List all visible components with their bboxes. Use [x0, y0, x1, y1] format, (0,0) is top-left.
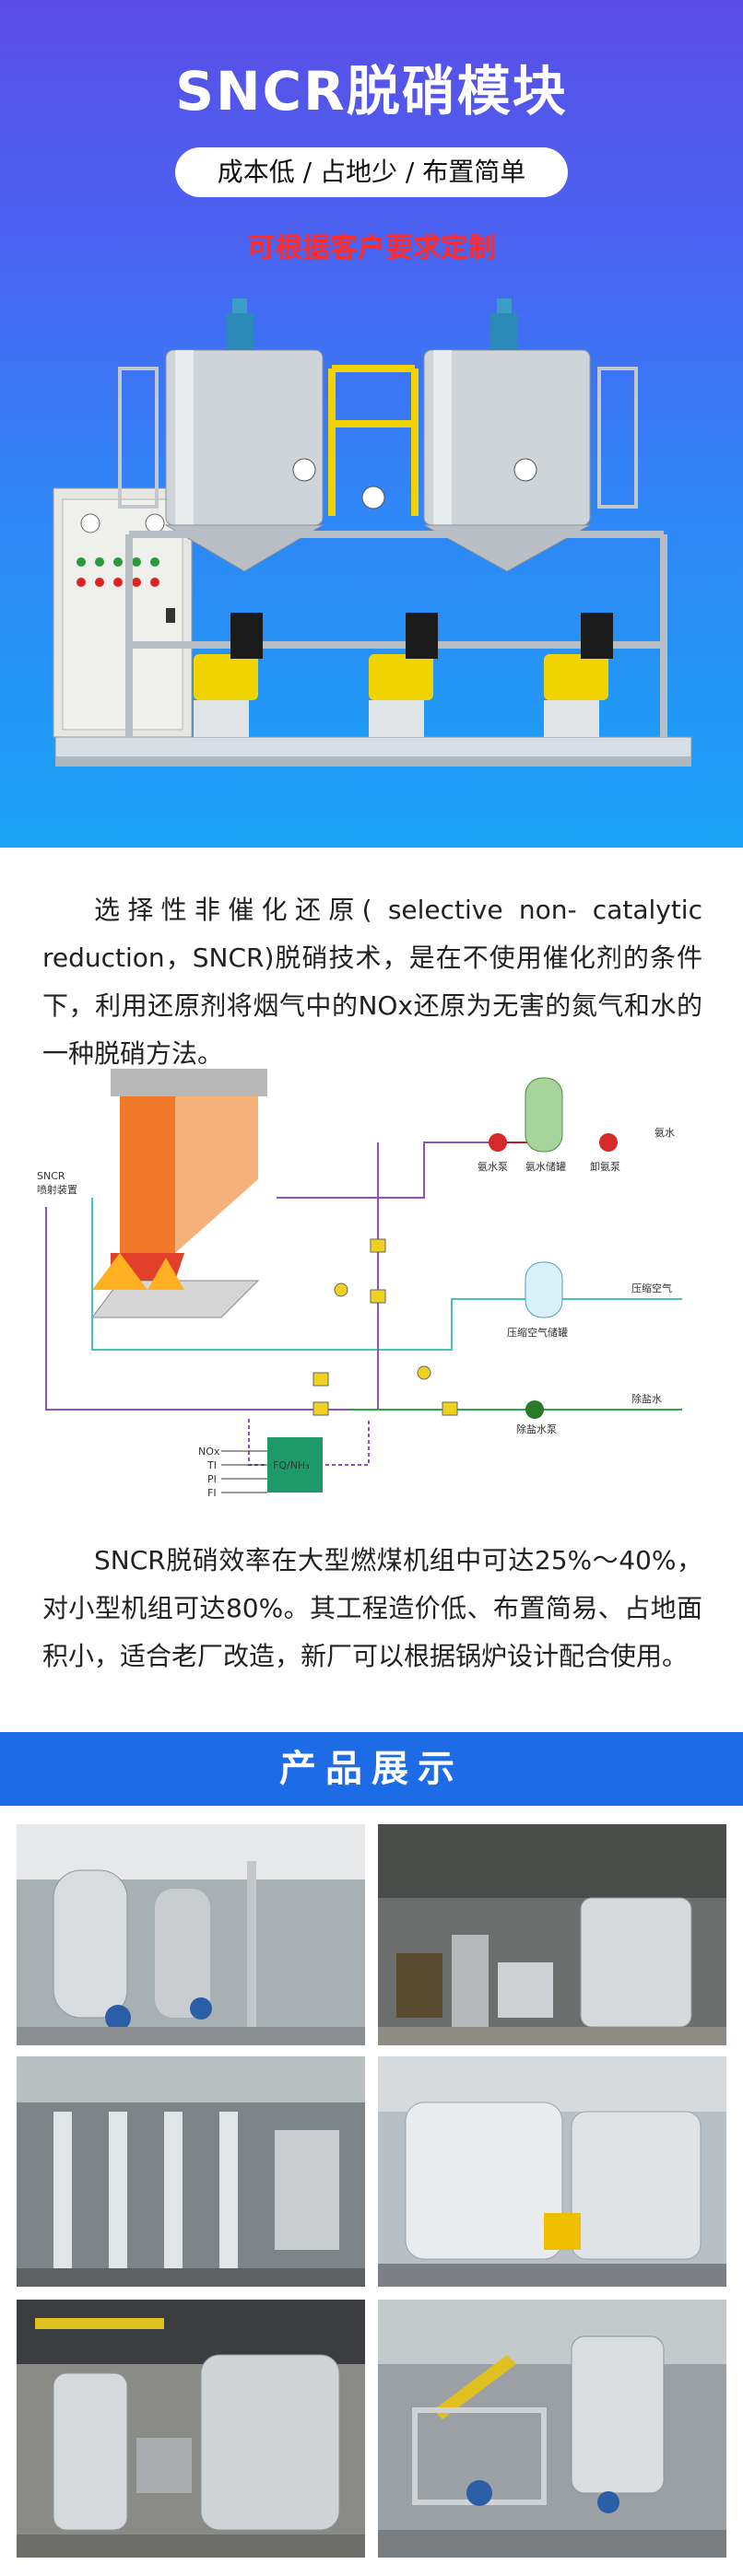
intro-paragraph: 选择性非催化还原( selective non- catalytic reduc… [42, 895, 702, 1069]
nox-label: NOx [198, 1446, 220, 1458]
ammonia-tank-label: 氨水储罐 [525, 1160, 566, 1173]
hero-title: SNCR脱硝模块 [175, 60, 568, 123]
air-tank-label: 压缩空气储罐 [507, 1326, 568, 1339]
unload-pump-label: 卸氨泵 [590, 1160, 620, 1173]
flow-box-label: FQ/NH₃ [273, 1459, 310, 1471]
gallery-photo [378, 1824, 726, 2045]
ammonia-water-label: 氨水 [655, 1127, 675, 1139]
gallery-photo [378, 2056, 726, 2287]
gallery-photo [17, 2056, 365, 2287]
hero-banner: SNCR脱硝模块 成本低 / 占地少 / 布置简单 可根据客户要求定制 [0, 0, 743, 848]
gallery-photo [17, 1824, 365, 2045]
sncr-module-illustration [53, 299, 692, 767]
process-flow-diagram: SNCR 喷射装置 FQ/NH₃ NOx TI [37, 1069, 682, 1499]
ti-label: TI [206, 1459, 217, 1471]
compressed-air-label: 压缩空气 [631, 1282, 672, 1294]
pi-label: PI [207, 1473, 217, 1485]
custom-note: 可根据客户要求定制 [247, 232, 496, 264]
gallery-photo [17, 2300, 365, 2558]
desalted-water-label: 除盐水 [631, 1392, 662, 1405]
feature-pill: 成本低 / 占地少 / 布置简单 [175, 147, 568, 197]
boiler-illustration [91, 1069, 267, 1318]
ammonia-pump-label: 氨水泵 [478, 1161, 508, 1173]
water-pump-label: 除盐水泵 [516, 1423, 557, 1435]
sncr-label: SNCR [37, 1170, 65, 1182]
product-showcase-banner: 产品展示 [0, 1732, 743, 1806]
gallery-photo [378, 2300, 726, 2558]
efficiency-paragraph: SNCR脱硝效率在大型燃煤机组中可达25%～40%，对小型机组可达80%。其工程… [42, 1545, 702, 1671]
sncr-device-label: 喷射装置 [37, 1183, 77, 1196]
fi-label: FI [207, 1487, 217, 1499]
